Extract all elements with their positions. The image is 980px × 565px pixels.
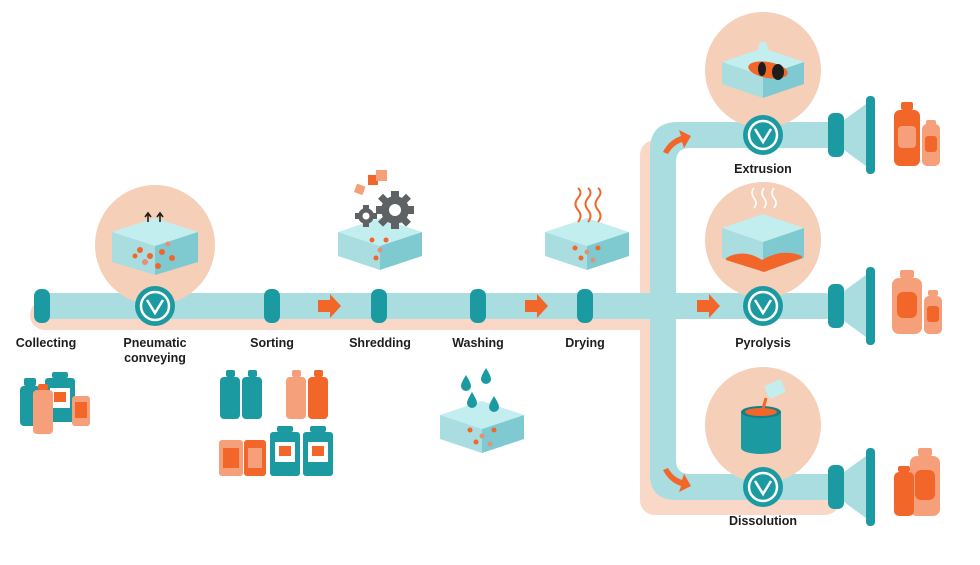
dissolution-output-bottles-icon [894,448,940,516]
stage-label-extrusion: Extrusion [734,162,792,176]
joint-collecting [34,289,50,323]
pipe-network [38,122,838,500]
joint-pyrolysis-end [828,284,844,328]
joint-extrusion-end [828,113,844,157]
pyrolysis-box-icon [722,187,804,272]
arrow-icon [525,294,548,318]
valve-icon [743,115,783,155]
pyrolysis-output-bottles-icon [892,270,942,334]
main-pipe [38,293,838,319]
sorting-bottles-icon [219,370,333,476]
valve-icon [135,286,175,326]
stage-label-pneumatic-conveying: Pneumatic conveying [123,336,187,365]
joint-sorting [264,289,280,323]
valve-icon [743,467,783,507]
pneumatic-box-icon [112,211,198,275]
valve-icons [135,115,783,507]
arrow-icon [663,468,691,492]
lower-branch-pipe [650,300,838,500]
joint-shredding [371,289,387,323]
drying-box-icon [545,187,629,270]
extrusion-output-bottles-icon [894,102,940,166]
stage-label-shredding: Shredding [349,336,411,350]
stage-label-drying: Drying [565,336,605,350]
outlet-funnels [844,96,875,526]
stage-label-dissolution: Dissolution [728,514,798,528]
washing-box-icon [440,401,524,453]
arrow-icon [697,294,720,318]
collecting-bottles-icon [20,372,90,434]
valve-icon [743,286,783,326]
dissolution-vessel-icon [741,379,786,454]
gear-icon [376,191,414,229]
arrow-icon [318,294,341,318]
pipe-joints [34,113,844,509]
flow-arrows [318,130,720,492]
arrow-icon [663,130,691,154]
joint-washing [470,289,486,323]
stage-label-sorting: Sorting [250,336,294,350]
extrusion-machine-icon [722,42,804,98]
water-drop-icon [461,368,499,412]
gear-icon [355,205,377,227]
stage-label-washing: Washing [452,336,504,350]
joint-drying [577,289,593,323]
stage-label-collecting: Collecting [15,336,77,350]
shredding-box-icon [338,170,422,270]
stage-label-pyrolysis: Pyrolysis [735,336,791,350]
joint-dissolution-end [828,465,844,509]
